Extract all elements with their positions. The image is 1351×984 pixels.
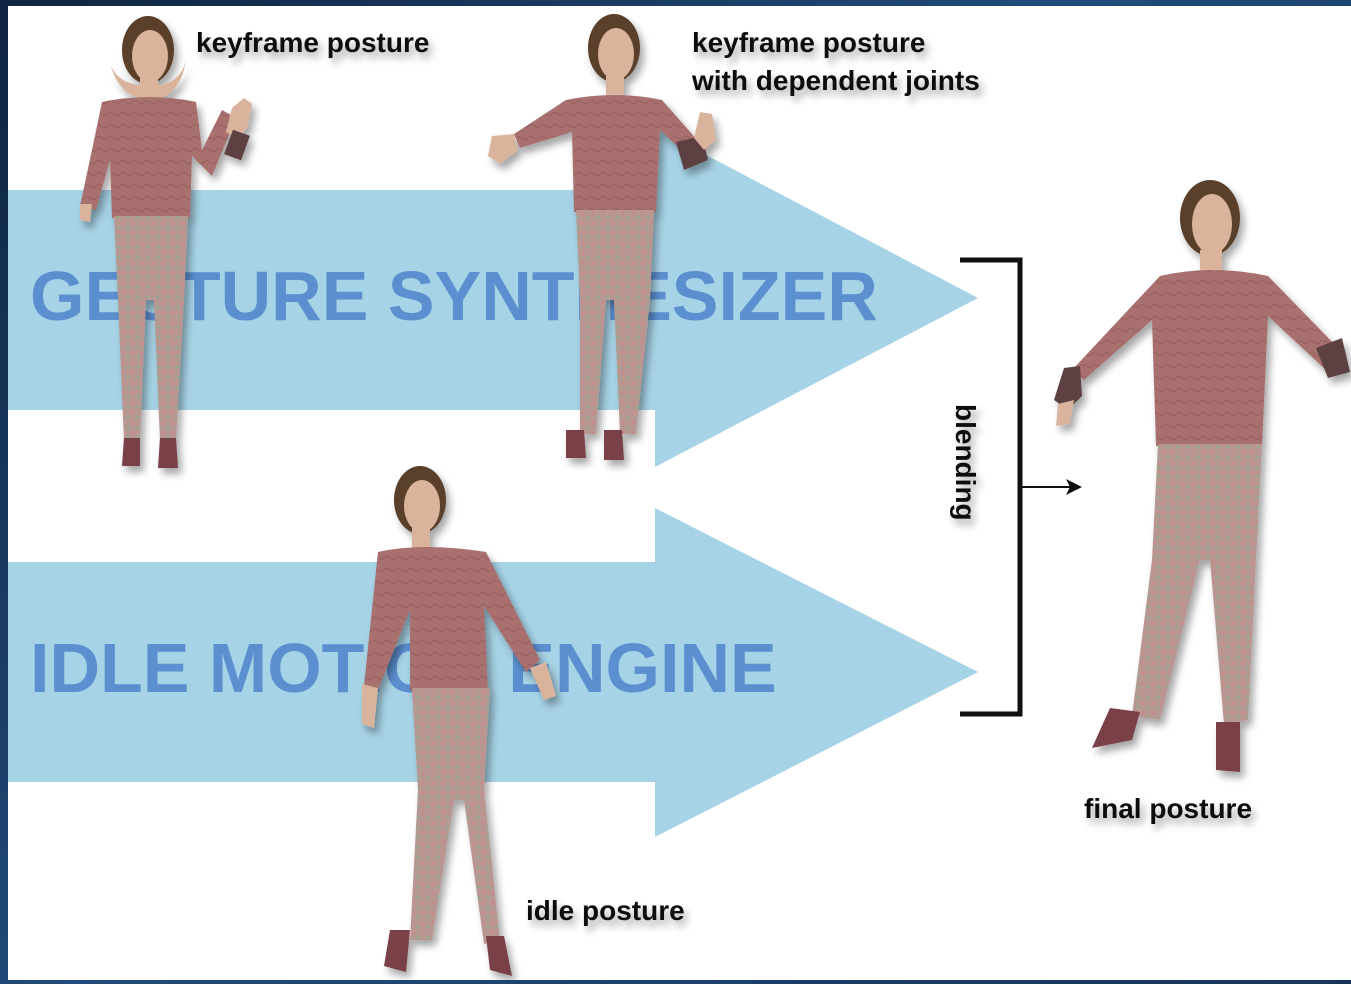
- idle-posture-label: idle posture: [526, 895, 685, 926]
- final-posture-figure: [1054, 180, 1350, 772]
- keyframe-dependent-label-line1: keyframe posture: [692, 27, 925, 58]
- idle-motion-engine-label: IDLE MOTION ENGINE: [30, 629, 777, 707]
- final-posture-label: final posture: [1084, 793, 1252, 824]
- blending-diagram: GESTURE SYNTHESIZER IDLE MOTION ENGINE: [8, 6, 1351, 980]
- blending-label: blending: [950, 404, 981, 521]
- keyframe-dependent-label-line2: with dependent joints: [691, 65, 980, 96]
- diagram-panel: GESTURE SYNTHESIZER IDLE MOTION ENGINE: [8, 6, 1351, 980]
- keyframe-posture-label: keyframe posture: [196, 27, 429, 58]
